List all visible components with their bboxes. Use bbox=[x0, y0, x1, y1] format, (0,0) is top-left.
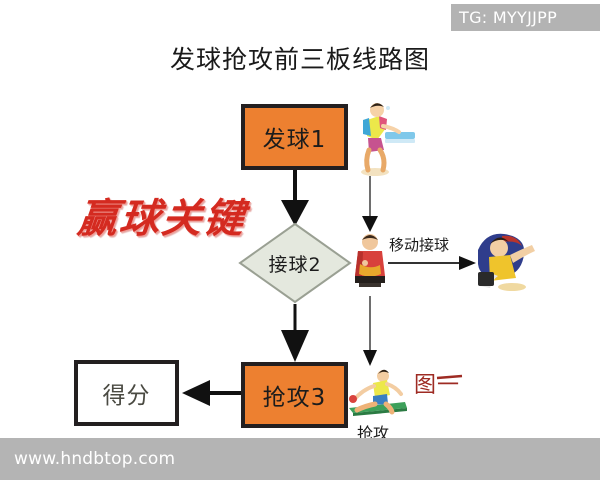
label-figure-number: 图一 bbox=[414, 373, 461, 398]
diamond-shape bbox=[238, 222, 352, 304]
player-attacking-figure bbox=[349, 369, 407, 416]
watermark-bar bbox=[0, 438, 600, 480]
node-receive[interactable]: 接球2 bbox=[238, 222, 352, 304]
arrow-attack-to-score bbox=[182, 380, 241, 406]
label-move-receive: 移动接球 bbox=[389, 236, 450, 254]
player-moving-figure bbox=[478, 233, 535, 291]
arrow-receive-to-attack bbox=[281, 304, 309, 362]
arrow-receive-figure-to-attack-figure bbox=[363, 296, 377, 366]
arrow-move-receive bbox=[388, 256, 476, 270]
watermark-url: www.hndbtop.com bbox=[14, 449, 176, 469]
arrow-serve-figure-to-receive-figure bbox=[362, 176, 378, 232]
calligraphy-key-text: 赢球关键 bbox=[75, 195, 249, 242]
node-receive-label: 接球2 bbox=[268, 253, 322, 276]
node-score[interactable]: 得分 bbox=[74, 360, 179, 426]
page-title: 发球抢攻前三板线路图 bbox=[169, 45, 430, 74]
tag-badge: TG: MYYJJPP bbox=[451, 4, 600, 31]
arrow-serve-to-receive bbox=[281, 170, 309, 226]
node-attack[interactable]: 抢攻3 bbox=[241, 362, 348, 428]
node-serve[interactable]: 发球1 bbox=[241, 104, 348, 170]
player-receiving-figure bbox=[355, 234, 385, 287]
player-serving-figure bbox=[361, 103, 415, 176]
